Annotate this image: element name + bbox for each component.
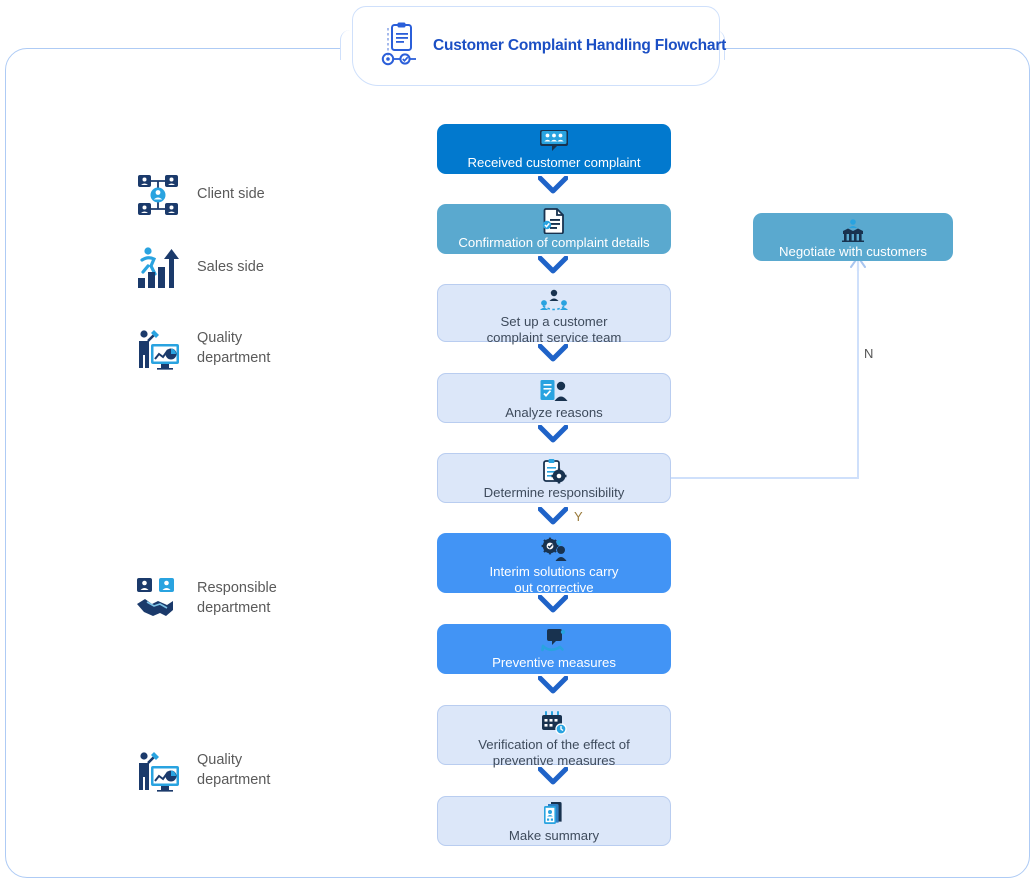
lane-label: Sales side xyxy=(197,259,264,276)
connector-arrow xyxy=(537,675,569,694)
lane-label: Client side xyxy=(197,186,265,203)
clipboard-process-icon xyxy=(377,22,419,71)
connector-arrow xyxy=(537,343,569,362)
node-label: Interim solutions carry out corrective xyxy=(489,564,619,596)
report-person-icon xyxy=(539,378,569,404)
node-determine-responsibility[interactable]: Determine responsibility xyxy=(437,453,671,503)
branch-flag-no: N xyxy=(864,346,874,361)
connector-arrow xyxy=(537,255,569,274)
node-label: Received customer complaint xyxy=(467,155,641,170)
branch-flag-yes: Y xyxy=(574,509,583,524)
team-network-icon xyxy=(539,289,569,313)
connector-arrow xyxy=(537,506,569,525)
calendar-clock-icon xyxy=(540,710,568,736)
documents-stack-icon xyxy=(542,801,566,827)
lane-label: Quality department xyxy=(197,752,271,788)
lane-client-side: Client side xyxy=(135,172,265,218)
lane-quality-department: Quality department xyxy=(135,326,270,372)
clipboard-gear-icon xyxy=(541,458,567,484)
node-confirmation-of-details[interactable]: Confirmation of complaint details xyxy=(437,204,671,254)
node-make-summary[interactable]: Make summary xyxy=(437,796,671,846)
connector-arrow xyxy=(537,594,569,613)
node-label: Set up a customer complaint service team xyxy=(486,314,622,346)
node-label: Analyze reasons xyxy=(505,405,603,420)
analyst-monitor-icon xyxy=(135,748,181,794)
lane-quality-department-2: Quality department xyxy=(135,748,270,794)
node-preventive-measures[interactable]: Preventive measures xyxy=(437,624,671,674)
node-label: Preventive measures xyxy=(492,655,616,670)
gear-person-icon xyxy=(539,537,569,563)
analyst-monitor-icon xyxy=(135,326,181,372)
node-set-up-service-team[interactable]: Set up a customer complaint service team xyxy=(437,284,671,345)
hand-shield-icon xyxy=(540,628,568,654)
document-check-icon xyxy=(542,208,566,234)
node-label: Make summary xyxy=(508,828,600,843)
branch-line-vertical xyxy=(856,268,859,478)
node-label: Confirmation of complaint details xyxy=(458,235,650,250)
node-interim-solutions[interactable]: Interim solutions carry out corrective xyxy=(437,533,671,596)
lane-label: Responsible department xyxy=(197,580,277,616)
lane-sales-side: Sales side xyxy=(135,245,264,291)
node-label: Verification of the effect of preventive… xyxy=(478,737,630,769)
chat-people-icon xyxy=(539,128,569,154)
network-people-icon xyxy=(135,172,181,218)
node-negotiate-with-customers[interactable]: Negotiate with customers xyxy=(753,213,953,261)
node-verification-of-effect[interactable]: Verification of the effect of preventive… xyxy=(437,705,671,768)
node-label: Negotiate with customers xyxy=(778,244,928,259)
branch-line-horizontal xyxy=(671,476,859,479)
node-received-customer-complaint[interactable]: Received customer complaint xyxy=(437,124,671,174)
connector-arrow xyxy=(537,424,569,443)
lane-label: Quality department xyxy=(197,330,271,366)
lane-responsible-department: Responsible department xyxy=(135,576,277,622)
title-tab: Customer Complaint Handling Flowchart xyxy=(352,6,726,86)
page-title: Customer Complaint Handling Flowchart xyxy=(433,37,727,54)
person-growth-chart-icon xyxy=(135,245,181,291)
handshake-badges-icon xyxy=(135,576,181,622)
connector-arrow xyxy=(537,175,569,194)
node-label: Determine responsibility xyxy=(483,485,625,500)
connector-arrow xyxy=(537,766,569,785)
handshake-group-icon xyxy=(841,217,865,243)
node-analyze-reasons[interactable]: Analyze reasons xyxy=(437,373,671,423)
